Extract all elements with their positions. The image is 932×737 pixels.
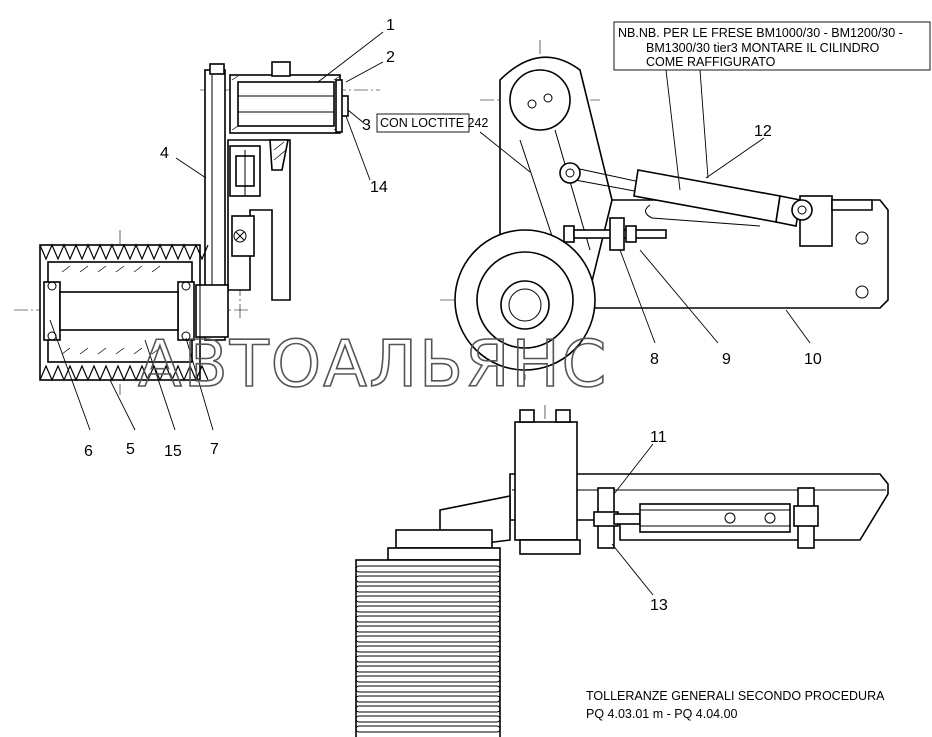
callout-9: 9 [722,351,731,368]
callout-10: 10 [804,351,822,368]
callout-14: 14 [370,179,388,196]
callout-11: 11 [650,429,667,446]
watermark: АВТОАЛЬЯНС [138,328,608,402]
loctite-note: CON LOCTITE 242 [376,113,488,133]
callout-labels: 1 2 3 4 5 6 7 8 9 10 11 12 13 14 15 [84,17,822,614]
bottom-pulley-grooves [355,565,501,733]
tolerance-note: TOLLERANZE GENERALI SECONDO PROCEDURA PQ… [586,689,885,721]
callout-8: 8 [650,351,659,368]
pivot-housing [514,421,578,541]
callout-4: 4 [160,145,169,162]
right-view-assembly [440,40,889,380]
callout-3: 3 [362,117,371,134]
callout-2: 2 [386,49,395,66]
bottom-grooved-pulley [355,559,501,737]
callout-13: 13 [650,597,668,614]
bottom-view-assembly [355,405,889,737]
tolerance-note-line-2: PQ 4.03.01 m - PQ 4.04.00 [586,707,738,721]
nb-note-line-3: COME RAFFIGURATO [646,55,776,69]
leader-lines [49,31,811,596]
loctite-note-text: CON LOCTITE 242 [380,116,488,130]
hydraulic-cylinder-part-11-13 [593,487,819,549]
nb-note: NB.NB. PER LE FRESE BM1000/30 - BM1200/3… [613,21,931,71]
callout-12: 12 [754,123,772,140]
nb-note-line-1: NB.NB. PER LE FRESE BM1000/30 - BM1200/3… [618,26,903,40]
adjusting-screw-part-8-9 [563,217,667,251]
callout-5: 5 [126,441,135,458]
nb-note-line-2: BM1300/30 tier3 MONTARE IL CILINDRO [646,41,880,55]
callout-6: 6 [84,443,93,460]
callout-1: 1 [386,17,395,34]
pulley-teeth-top [39,243,209,261]
callout-7: 7 [210,441,219,458]
spacer-part-15 [59,291,179,331]
callout-15: 15 [164,443,182,460]
hydraulic-cylinder-part-12 [559,162,813,227]
bearing-part-6 [43,281,61,341]
base-plate-part-10 [589,199,889,309]
tolerance-note-line-1: TOLLERANZE GENERALI SECONDO PROCEDURA [586,689,885,703]
left-view-assembly [14,61,380,395]
